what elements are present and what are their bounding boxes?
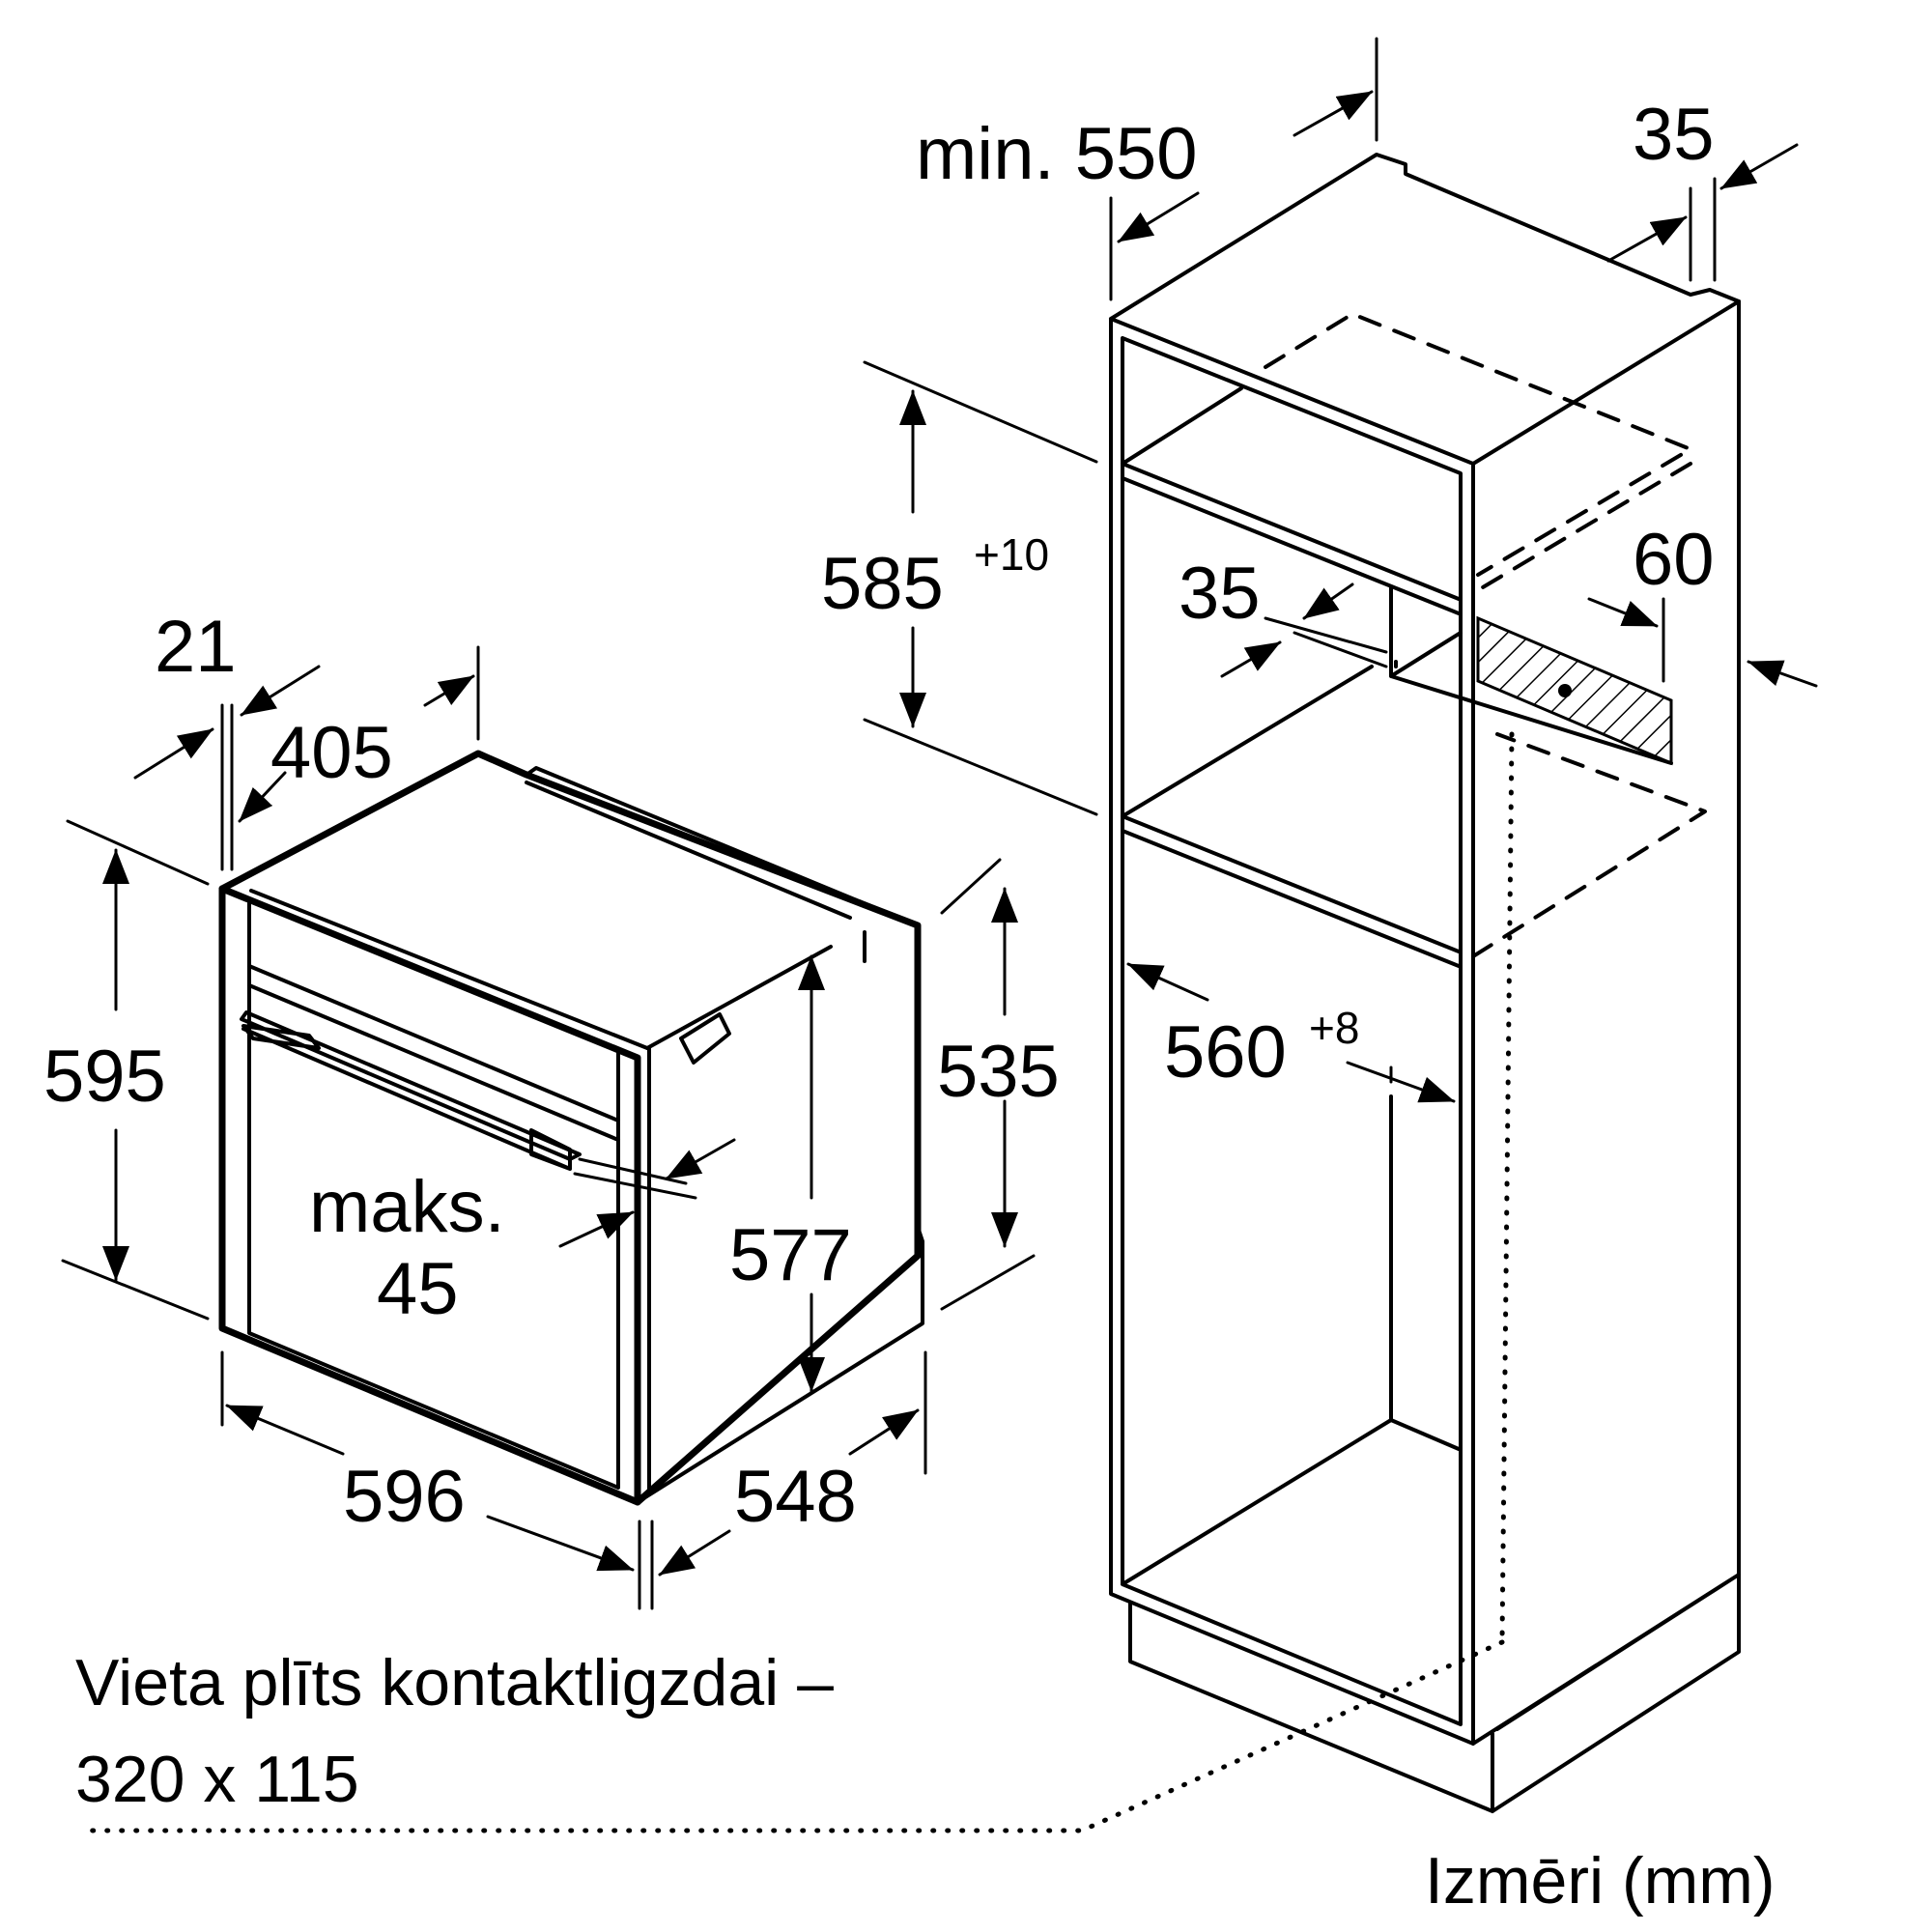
cabinet-drawing — [84, 153, 1741, 1833]
cabinet-bottom-compartment — [1121, 1094, 1461, 1586]
label-max-value: 45 — [377, 1248, 459, 1330]
label-niche-height-sup: +10 — [974, 529, 1049, 580]
vent-hatched — [1476, 615, 1673, 766]
cabinet-back-dashed — [1264, 312, 1692, 589]
cabinet-lower-niche-shelf — [1121, 660, 1461, 968]
oven-side — [636, 1046, 924, 1504]
label-socket-note-2: 320 x 115 — [75, 1743, 359, 1816]
oven-control-panel — [247, 964, 620, 1142]
cabinet-right-side — [1471, 299, 1741, 1746]
oven-drawing — [218, 750, 924, 1506]
socket-dotted-path — [84, 731, 1515, 1833]
label-shelf-depth: 35 — [1179, 553, 1261, 635]
cabinet-top — [1109, 153, 1741, 466]
label-oven-depth-face: 21 — [155, 606, 237, 688]
label-socket-note-1: Vieta plīts kontaktligzdai – — [75, 1646, 834, 1719]
label-oven-side-height: 577 — [729, 1214, 852, 1296]
oven-top-rail — [525, 766, 920, 927]
oven-dimensions — [61, 645, 1036, 1610]
oven-bracket — [679, 1012, 731, 1065]
label-units: Izmēri (mm) — [1425, 1844, 1776, 1918]
label-cab-back-gap: 35 — [1633, 94, 1715, 176]
cabinet-inner-frame — [1121, 336, 1463, 1726]
oven-handle — [240, 1010, 582, 1171]
cabinet-niche-shelf-top — [1389, 584, 1673, 765]
oven-front-inner — [247, 901, 620, 1490]
cabinet-dimensions — [863, 37, 1818, 1103]
label-oven-height-body: 405 — [270, 712, 393, 794]
cabinet-plinth — [1128, 1573, 1741, 1813]
cabinet-lower-dashed — [1471, 732, 1707, 958]
label-oven-depth: 548 — [734, 1456, 857, 1538]
label-niche-width: 560 — [1164, 1011, 1287, 1094]
label-niche-width-sup: +8 — [1309, 1003, 1359, 1053]
oven-top-edge — [218, 750, 922, 1506]
label-oven-inner-height: 535 — [937, 1031, 1060, 1113]
label-niche-height: 585 — [821, 543, 944, 625]
label-oven-width: 596 — [343, 1456, 466, 1538]
cabinet-upper-shelf — [1121, 386, 1461, 615]
vent-dot — [1558, 684, 1572, 697]
label-oven-height: 595 — [43, 1036, 166, 1118]
label-vent-gap: 60 — [1633, 519, 1715, 601]
label-max: maks. — [309, 1166, 505, 1248]
label-cab-min-depth: min. 550 — [916, 113, 1198, 195]
